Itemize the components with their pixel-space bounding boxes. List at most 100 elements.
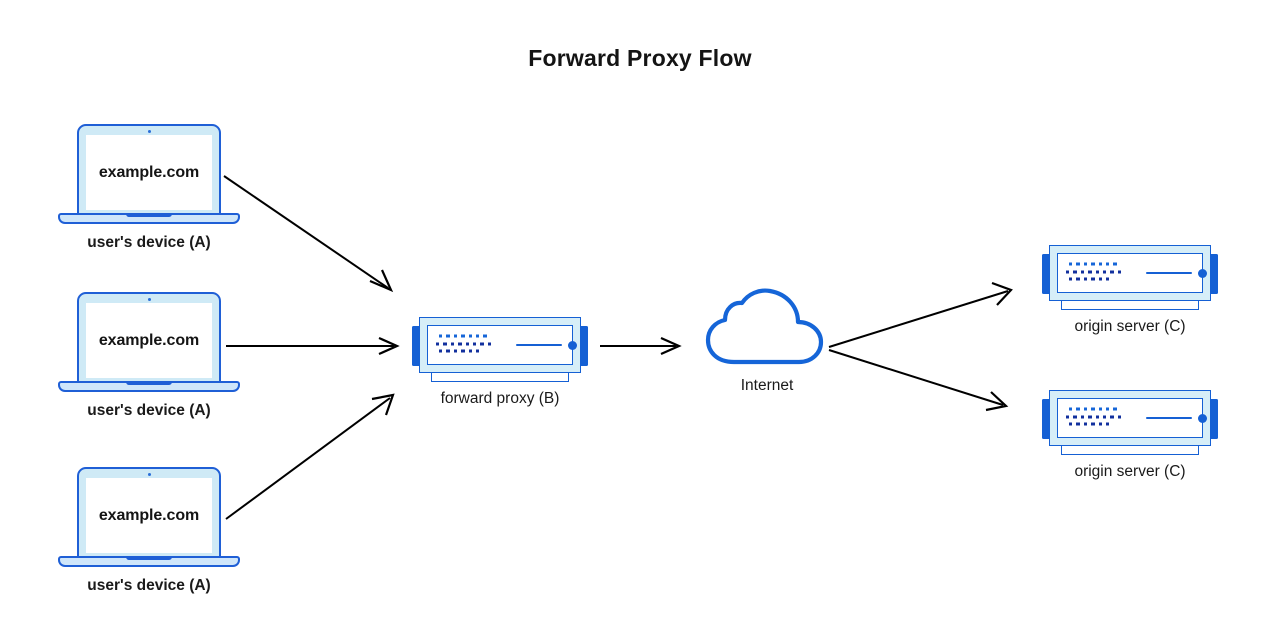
led-dot [1113,407,1117,411]
server-face [1057,398,1207,438]
led-dot [1106,422,1110,426]
led-dot [1069,407,1073,411]
laptop-lid: example.com [77,467,221,559]
node-label-user-device-3: user's device (A) [87,577,211,594]
server-status-dot-icon [568,340,577,350]
led-dot [468,334,472,338]
server-face [427,325,577,365]
screen-url-text: example.com [98,331,200,349]
led-dot [1080,415,1085,419]
camera-icon [147,297,151,301]
server-tab-right [577,326,588,366]
led-dot [1069,262,1073,266]
led-dot [1091,262,1095,266]
node-user-device-2[interactable]: example.com user's device (A) [58,292,240,419]
server-shelf [1061,446,1199,455]
led-dot [480,342,484,346]
led-dot [1113,262,1117,266]
led-dot [1073,415,1077,419]
laptop-lid: example.com [77,124,221,216]
laptop-lid: example.com [77,292,221,384]
led-dot [1088,270,1092,274]
led-dot [476,334,480,338]
node-internet[interactable]: Internet [704,288,830,394]
led-dot [1117,415,1122,419]
server-status-dot-icon [1198,268,1207,278]
node-label-user-device-1: user's device (A) [87,234,211,251]
server-tab-right [1207,399,1218,439]
led-dot [1069,277,1073,281]
led-dot [1076,422,1080,426]
edge-device1-to-proxy [223,175,394,293]
led-dot [1091,277,1095,281]
led-dot [476,349,480,353]
led-dot [461,334,465,338]
led-dot [1106,262,1110,266]
led-dot [487,342,492,346]
led-dot [458,342,462,346]
led-dot [1083,262,1088,266]
laptop-screen: example.com [86,135,212,210]
led-matrix-icon [1066,407,1134,429]
server-status-dot-icon [1198,413,1207,423]
node-label-origin-server-1: origin server (C) [1074,318,1186,335]
edge-internet-to-origin1 [828,281,1013,348]
node-user-device-1[interactable]: example.com user's device (A) [58,124,240,251]
edge-internet-to-origin2 [828,349,1009,412]
node-origin-server-2[interactable]: origin server (C) [1042,390,1218,480]
server-face [1057,253,1207,293]
laptop-trackpad-notch [126,556,172,560]
screen-url-text: example.com [98,163,200,181]
led-dot [1066,415,1070,419]
led-dot [453,334,458,338]
led-dot [439,334,443,338]
led-dot [1095,270,1099,274]
server-tab-left [412,326,423,366]
led-dot [436,342,440,346]
led-dot [1106,277,1110,281]
edge-device2-to-proxy [226,336,400,356]
node-label-user-device-2: user's device (A) [87,402,211,419]
led-dot [468,349,472,353]
led-dot [1091,422,1095,426]
led-dot [446,349,450,353]
edge-device3-to-proxy [225,393,395,520]
node-label-forward-proxy: forward proxy (B) [440,390,560,407]
led-dot [1066,270,1070,274]
led-dot [1088,415,1092,419]
led-dot [483,334,487,338]
server-body [1049,245,1211,301]
server-indicator-line [516,344,562,346]
server-indicator-line [1146,272,1192,274]
led-dot [1076,407,1080,411]
led-dot [1083,422,1088,426]
server-indicator-line [1146,417,1192,419]
camera-icon [147,472,151,476]
led-dot [1098,262,1102,266]
node-user-device-3[interactable]: example.com user's device (A) [58,467,240,594]
server-shelf [431,373,569,382]
led-dot [1076,277,1080,281]
led-dot [1080,270,1085,274]
server-body [419,317,581,373]
screen-url-text: example.com [98,506,200,524]
led-dot [465,342,469,346]
led-dot [1110,415,1114,419]
node-forward-proxy[interactable]: forward proxy (B) [412,317,588,407]
led-dot [443,342,447,346]
server-tab-right [1207,254,1218,294]
laptop-screen: example.com [86,303,212,378]
node-label-origin-server-2: origin server (C) [1074,463,1186,480]
led-dot [473,342,477,346]
laptop-trackpad-notch [126,213,172,217]
led-dot [1098,277,1102,281]
led-dot [1076,262,1080,266]
led-dot [450,342,455,346]
led-dot [1083,277,1088,281]
led-matrix-icon [1066,262,1134,284]
node-origin-server-1[interactable]: origin server (C) [1042,245,1218,335]
led-dot [1091,407,1095,411]
led-dot [1117,270,1122,274]
edge-proxy-to-internet [600,336,682,356]
